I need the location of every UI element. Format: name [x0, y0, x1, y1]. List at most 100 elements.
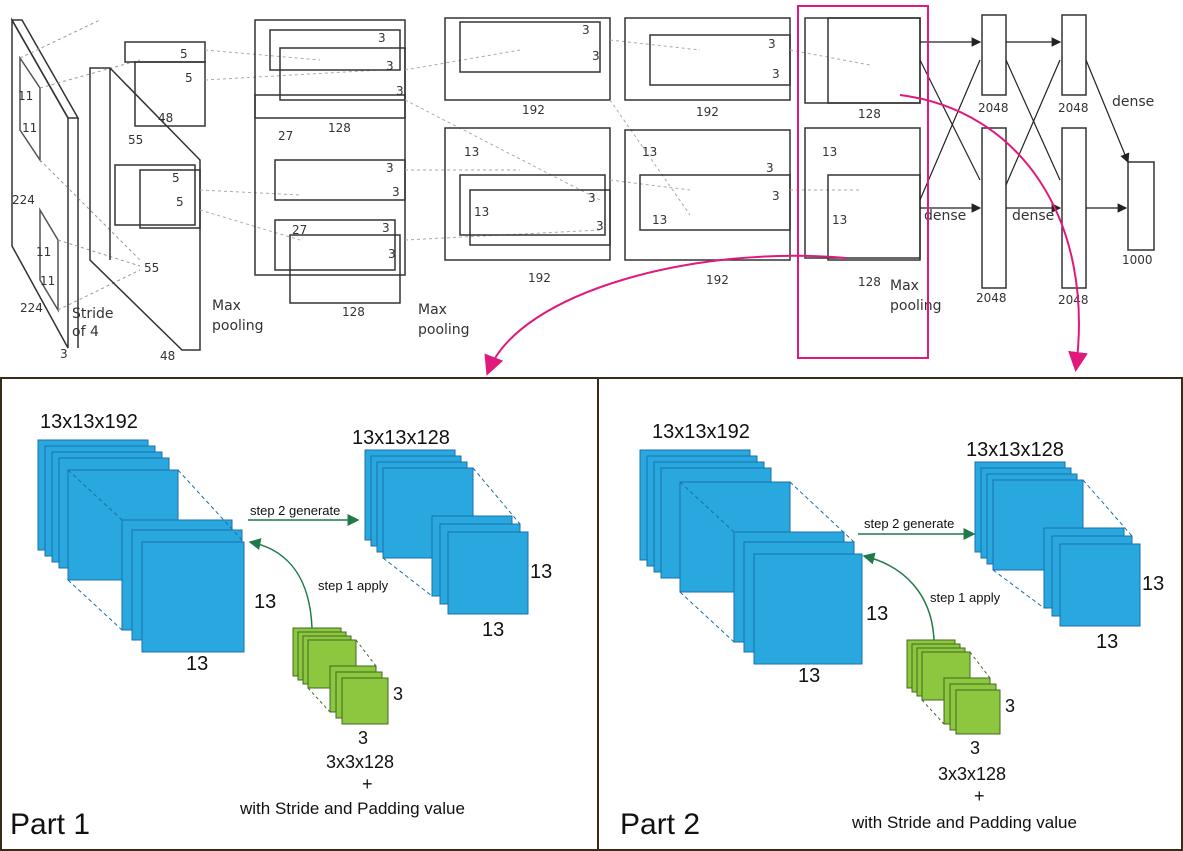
conv4-size-a: 13	[642, 145, 657, 159]
fc-connections	[919, 37, 1130, 213]
stride-line-1: Stride	[72, 306, 114, 322]
part-2-output-dim-bottom: 13	[1096, 631, 1118, 653]
bottom-panel-frame	[0, 377, 1183, 851]
conv3-size-b: 13	[474, 205, 489, 219]
part-1-output-label: 13x13x128	[352, 427, 450, 449]
conv3-k-c: 3	[588, 191, 596, 205]
part-2-input-dim-bottom: 13	[798, 665, 820, 687]
conv1-k-b: 5	[185, 71, 193, 85]
pool2-line-1: Max	[418, 302, 447, 318]
part-2-panel: 13x13x192 13x13x128 step 2 generate step…	[620, 421, 1164, 841]
part-2-input-stack	[639, 449, 863, 665]
conv2-size-b: 27	[292, 223, 307, 237]
conv2-depth-top: 128	[328, 121, 351, 135]
conv2-k-a: 3	[378, 31, 386, 45]
conv3-depth-top: 192	[522, 103, 545, 117]
input-dim-a: 224	[12, 193, 35, 207]
part-1-kernel-label: 3x3x128	[326, 752, 394, 772]
conv4-k-a: 3	[768, 37, 776, 51]
fc2-top-size: 2048	[1058, 101, 1089, 115]
part-2-step1-arrow	[862, 552, 935, 641]
conv5-volume	[804, 17, 921, 261]
fc1-top-size: 2048	[978, 101, 1009, 115]
conv1-volume	[89, 41, 206, 351]
part-2-output-stack	[974, 461, 1141, 627]
input-kernel-d: 11	[40, 274, 55, 288]
dense-label-2: dense	[1012, 208, 1054, 224]
pool1-line-2: pooling	[212, 318, 264, 334]
conv1-k-c: 5	[172, 171, 180, 185]
part-2-kernel-label: 3x3x128	[938, 764, 1006, 784]
dense-label-3: dense	[1112, 94, 1154, 110]
part-2-title: Part 2	[620, 808, 700, 841]
part-1-input-stack	[37, 439, 245, 653]
part-2-kernel-stack	[906, 639, 1001, 735]
part-2-step1-label: step 1 apply	[930, 590, 1001, 605]
conv2-k-g: 3	[388, 247, 396, 261]
conv5-depth-bottom: 128	[858, 275, 881, 289]
part-1-kernel-dim-bottom: 3	[358, 728, 368, 748]
conv1-size-b: 55	[144, 261, 159, 275]
part-2-kernel-dim-side: 3	[1005, 696, 1015, 716]
conv2-k-d: 3	[386, 161, 394, 175]
part-1-kernel-dim-side: 3	[393, 684, 403, 704]
stride-line-2: of 4	[72, 324, 99, 340]
conv1-depth-top: 48	[158, 111, 173, 125]
part-2-input-dim-side: 13	[866, 603, 888, 625]
conv1-depth-bottom: 48	[160, 349, 175, 363]
part-2-kernel-dim-bottom: 3	[970, 738, 980, 758]
part-1-plus: +	[362, 774, 373, 794]
alexnet-architecture	[10, 14, 1155, 351]
conv2-k-c: 3	[396, 84, 404, 98]
conv1-k-a: 5	[180, 47, 188, 61]
part-1-output-dim-side: 13	[530, 561, 552, 583]
conv2-volume	[254, 19, 406, 304]
conv3-k-a: 3	[582, 23, 590, 37]
pool3-line-2: pooling	[890, 298, 942, 314]
conv5-depth-top: 128	[858, 107, 881, 121]
conv3-depth-bottom: 192	[528, 271, 551, 285]
conv3-volume	[444, 17, 611, 261]
conv4-depth-top: 192	[696, 105, 719, 119]
conv4-size-b: 13	[652, 213, 667, 227]
conv4-k-c: 3	[766, 161, 774, 175]
part-1-step2-label: step 2 generate	[250, 503, 340, 518]
network-labels: 11 11 224 11 11 224 3 Stride of 4 5 5 48…	[12, 23, 1154, 363]
input-kernel-b: 11	[22, 121, 37, 135]
conv2-size-a: 27	[278, 129, 293, 143]
part-1-step1-arrow	[248, 538, 313, 629]
fc-layers	[981, 14, 1155, 289]
part-1-panel: 13x13x192 13x13x128 step 2 generate step…	[10, 411, 552, 841]
input-dim-c: 3	[60, 347, 68, 361]
conv2-depth-bottom: 128	[342, 305, 365, 319]
conv4-depth-bottom: 192	[706, 273, 729, 287]
conv4-k-d: 3	[772, 189, 780, 203]
conv4-k-b: 3	[772, 67, 780, 81]
part-2-stride-text: with Stride and Padding value	[851, 813, 1077, 832]
conv2-k-e: 3	[392, 185, 400, 199]
pink-arrow-left	[484, 254, 847, 376]
pool3-line-1: Max	[890, 278, 919, 294]
conv2-k-b: 3	[386, 59, 394, 73]
conv3-k-d: 3	[596, 219, 604, 233]
fc1-bottom-size: 2048	[976, 291, 1007, 305]
input-kernel-a: 11	[18, 89, 33, 103]
highlight-box	[797, 5, 929, 359]
conv4-volume	[624, 17, 791, 261]
input-volume	[10, 17, 141, 349]
pink-arrow-right	[899, 94, 1088, 372]
conv2-k-f: 3	[382, 221, 390, 235]
part-1-title: Part 1	[10, 808, 90, 841]
part-1-input-label: 13x13x192	[40, 411, 138, 433]
conv1-k-d: 5	[176, 195, 184, 209]
part-2-plus: +	[974, 786, 985, 806]
part-1-output-stack	[364, 449, 529, 615]
conv5-size-b: 13	[832, 213, 847, 227]
part-2-output-dim-side: 13	[1142, 573, 1164, 595]
part-1-kernel-stack	[292, 627, 389, 725]
pool2-line-2: pooling	[418, 322, 470, 338]
conv1-size-a: 55	[128, 133, 143, 147]
part-2-output-label: 13x13x128	[966, 439, 1064, 461]
part-1-input-dim-side: 13	[254, 591, 276, 613]
